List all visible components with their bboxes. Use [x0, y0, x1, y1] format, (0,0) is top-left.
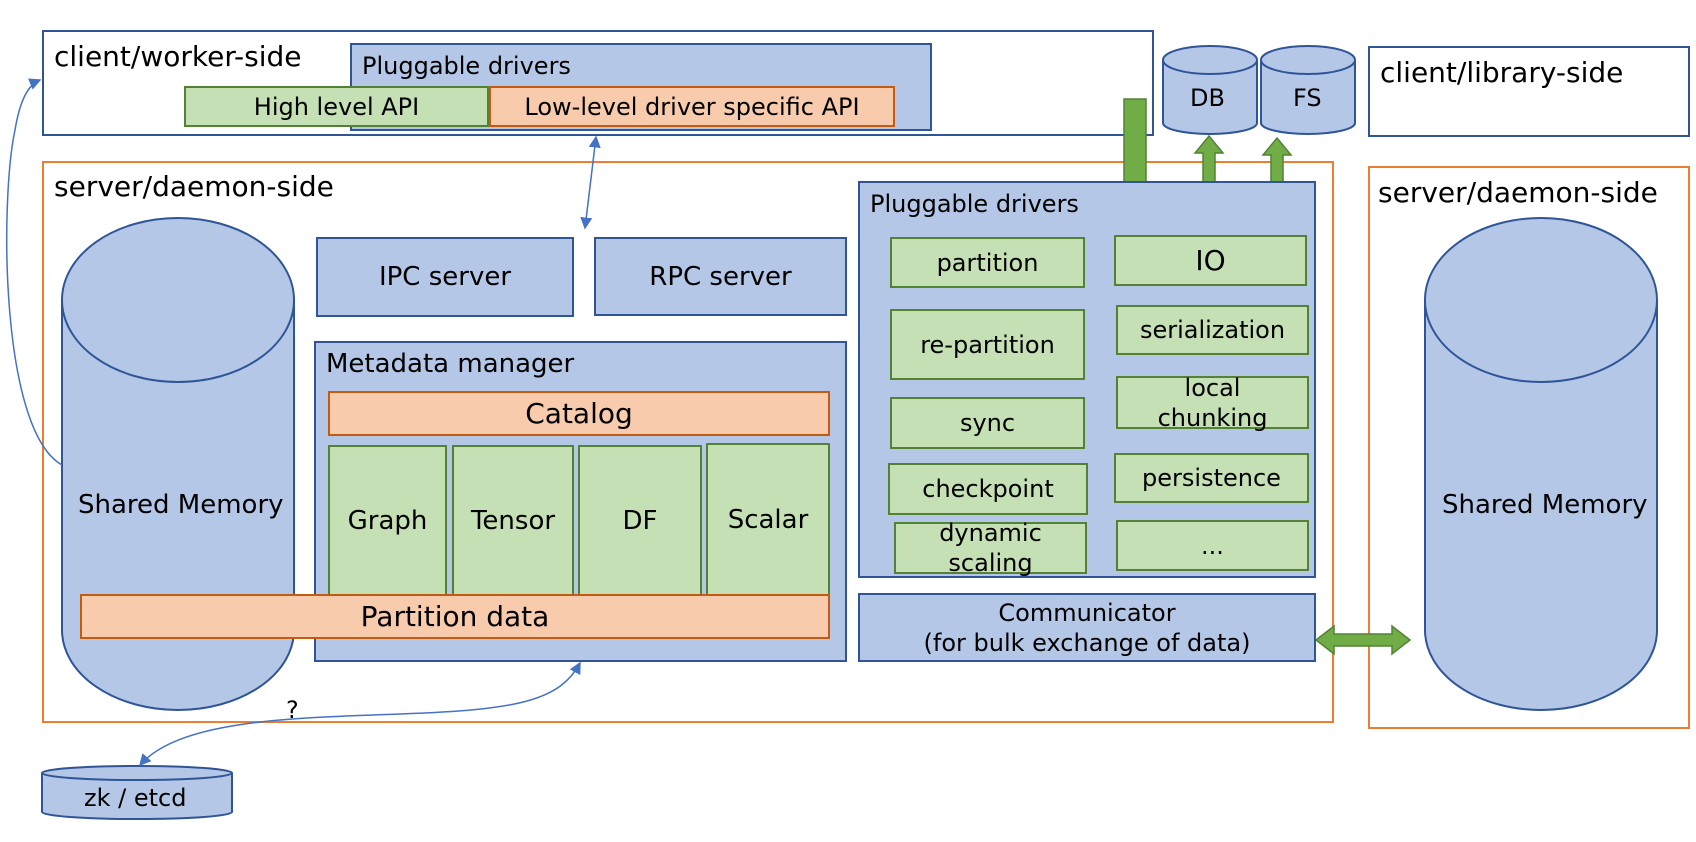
server-daemon-side-right-container [1368, 166, 1690, 729]
partition-data-box: Partition data [80, 594, 830, 639]
server-daemon-side-title: server/daemon-side [54, 170, 334, 203]
db-cylinder [1162, 45, 1258, 135]
high-level-api-box: High level API [184, 86, 489, 127]
etcd-to-metadata-connector [139, 661, 581, 767]
communicator-title: Communicator [998, 598, 1176, 627]
sync-box: sync [890, 397, 1085, 449]
df-box: DF [578, 445, 702, 597]
client-library-side-container [1368, 46, 1690, 137]
partition-box: partition [890, 237, 1085, 288]
db-label: DB [1190, 84, 1225, 112]
client-pluggable-drivers-label: Pluggable drivers [362, 52, 571, 80]
shared-memory-right-label: Shared Memory [1442, 490, 1648, 520]
server-daemon-side-right-title: server/daemon-side [1378, 176, 1658, 209]
fs-cylinder [1260, 45, 1356, 135]
scalar-box: Scalar [706, 443, 830, 597]
metadata-manager-label: Metadata manager [326, 349, 575, 379]
catalog-box: Catalog [328, 391, 830, 436]
client-library-side-title: client/library-side [1380, 56, 1624, 89]
client-worker-side-title: client/worker-side [54, 40, 302, 73]
tensor-box: Tensor [452, 445, 574, 597]
client-worker-side-container [42, 30, 1154, 136]
checkpoint-box: checkpoint [888, 463, 1088, 515]
communicator-double-arrow [1314, 624, 1412, 656]
communicator-subtitle: (for bulk exchange of data) [923, 628, 1251, 657]
communicator-box: Communicator (for bulk exchange of data) [858, 593, 1316, 662]
graph-box: Graph [328, 445, 447, 597]
server-daemon-side-container [42, 161, 1334, 723]
zk-etcd-label: zk / etcd [84, 784, 187, 812]
persistence-box: persistence [1114, 453, 1309, 503]
serialization-box: serialization [1116, 305, 1309, 355]
low-level-api-box: Low-level driver specific API [489, 86, 895, 127]
ipc-server-box: IPC server [316, 237, 574, 317]
shared-memory-left-label: Shared Memory [78, 490, 284, 520]
io-box: IO [1114, 235, 1307, 286]
local-chunking-box: local chunking [1116, 374, 1309, 432]
fs-label: FS [1293, 84, 1322, 112]
zk-etcd-cylinder [41, 765, 233, 820]
question-mark-label: ? [286, 696, 299, 724]
api-to-server-connector [580, 135, 601, 230]
rpc-server-box: RPC server [594, 237, 847, 316]
re-partition-box: re-partition [890, 309, 1085, 380]
more-drivers-box: ... [1116, 520, 1309, 571]
shared-memory-to-client-connector [6, 78, 63, 466]
server-pluggable-drivers-label: Pluggable drivers [870, 190, 1079, 218]
shared-memory-cylinder-right [1424, 217, 1658, 711]
dynamic-scaling-box: dynamic scaling [894, 519, 1087, 577]
